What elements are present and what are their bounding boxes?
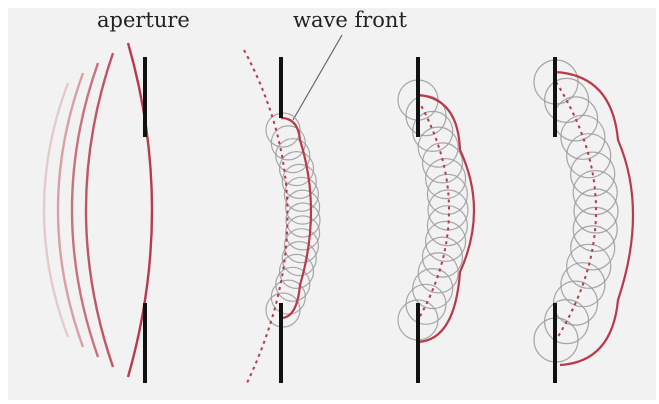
aperture-label: aperture <box>97 8 190 32</box>
wavelet-circle <box>428 190 468 230</box>
incoming-wave-2 <box>58 73 83 347</box>
dotted-wave-front-3 <box>418 100 449 320</box>
incoming-waves <box>44 43 152 377</box>
incoming-wave-4 <box>86 53 113 367</box>
wave-front-label: wave front <box>293 8 407 32</box>
incoming-wave-front <box>128 43 152 377</box>
wavelet-circle <box>406 284 446 324</box>
wavelet-circle <box>282 242 316 276</box>
incoming-wave-1 <box>44 83 68 337</box>
wavelet-stages <box>244 50 633 385</box>
wave-front-leader-line <box>293 35 342 120</box>
